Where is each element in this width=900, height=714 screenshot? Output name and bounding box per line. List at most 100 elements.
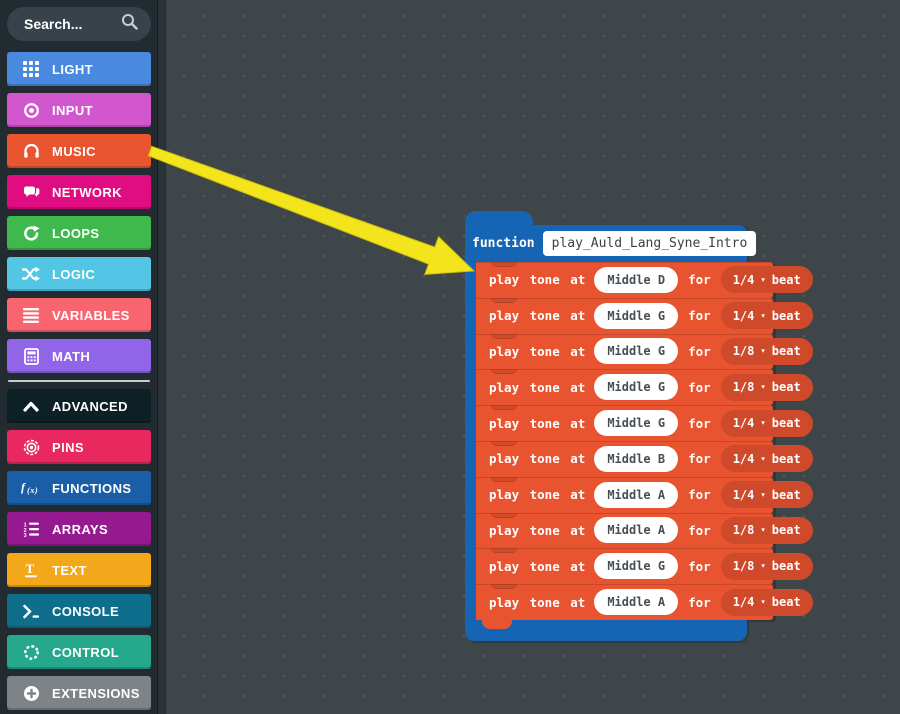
sidebar-item-text[interactable]: T TEXT <box>7 553 151 587</box>
beat-label: beat <box>771 344 801 359</box>
note-field[interactable]: Middle G <box>594 338 679 365</box>
sidebar-item-logic[interactable]: LOGIC <box>7 257 151 291</box>
block-notch <box>491 440 517 446</box>
sidebar-item-label: TEXT <box>52 562 87 578</box>
svg-text:f: f <box>21 480 26 494</box>
sidebar-item-console[interactable]: CONSOLE <box>7 594 151 628</box>
beat-label: beat <box>771 451 801 466</box>
sidebar-item-loops[interactable]: LOOPS <box>7 216 151 250</box>
duration-value: 1/4 <box>732 487 755 502</box>
sidebar-item-advanced[interactable]: ADVANCED <box>7 389 151 423</box>
note-field[interactable]: Middle A <box>594 481 679 508</box>
play-tone-block[interactable]: play tone at Middle D for 1/4 ▾ beat <box>476 262 813 298</box>
duration-dropdown[interactable]: 1/4 ▾ beat <box>720 445 813 473</box>
sidebar-item-label: LOOPS <box>52 225 100 241</box>
play-tone-block[interactable]: play tone at Middle B for 1/4 ▾ beat <box>476 440 813 477</box>
note-field[interactable]: Middle G <box>594 553 679 580</box>
note-field[interactable]: Middle D <box>594 266 679 293</box>
beat-label: beat <box>771 559 801 574</box>
sidebar-item-label: VARIABLES <box>52 307 130 323</box>
toolbox-sidebar: LIGHT INPUT MUSIC NETWORK LOOPS LOGIC <box>0 0 157 714</box>
duration-value: 1/8 <box>732 559 755 574</box>
chevron-down-icon: ▾ <box>760 382 766 393</box>
beat-label: beat <box>771 523 801 538</box>
sidebar-item-input[interactable]: INPUT <box>7 93 151 127</box>
sidebar-item-music[interactable]: MUSIC <box>7 134 151 168</box>
plus-circle-icon <box>21 685 41 702</box>
svg-text:(x): (x) <box>27 485 38 495</box>
block-notch <box>491 333 517 339</box>
play-tone-block[interactable]: play tone at Middle A for 1/4 ▾ beat <box>476 476 813 513</box>
play-tone-block[interactable]: play tone at Middle G for 1/4 ▾ beat <box>476 297 813 334</box>
sidebar-item-light[interactable]: LIGHT <box>7 52 151 86</box>
grid-icon <box>21 61 41 78</box>
svg-text:T: T <box>26 562 35 576</box>
beat-label: beat <box>771 272 801 287</box>
duration-value: 1/4 <box>732 451 755 466</box>
note-field[interactable]: Middle A <box>594 517 679 544</box>
function-block-spine <box>465 260 478 622</box>
search-box[interactable] <box>7 7 151 41</box>
play-tone-block[interactable]: play tone at Middle G for 1/8 ▾ beat <box>476 333 813 370</box>
play-tone-block[interactable]: play tone at Middle G for 1/8 ▾ beat <box>476 369 813 406</box>
sidebar-item-control[interactable]: CONTROL <box>7 635 151 669</box>
duration-dropdown[interactable]: 1/4 ▾ beat <box>720 302 813 330</box>
note-field[interactable]: Middle B <box>594 445 679 472</box>
note-field[interactable]: Middle A <box>594 589 679 616</box>
for-label: for <box>688 272 711 288</box>
function-definition-block[interactable]: function play_Auld_Lang_Syne_Intro <box>465 225 757 262</box>
duration-dropdown[interactable]: 1/8 ▾ beat <box>720 552 813 580</box>
play-tone-block[interactable]: play tone at Middle A for 1/8 ▾ beat <box>476 512 813 549</box>
toolbox-edge <box>157 0 166 714</box>
note-field[interactable]: Middle G <box>594 302 679 329</box>
for-label: for <box>688 451 711 467</box>
for-label: for <box>688 343 711 359</box>
terminal-icon <box>21 603 41 620</box>
block-bottom-tab <box>482 620 512 629</box>
duration-dropdown[interactable]: 1/8 ▾ beat <box>720 337 813 365</box>
search-input[interactable] <box>24 16 121 32</box>
duration-dropdown[interactable]: 1/8 ▾ beat <box>720 373 813 401</box>
block-notch <box>491 405 517 411</box>
play-tone-block[interactable]: play tone at Middle A for 1/4 ▾ beat <box>476 584 813 620</box>
play-tone-block[interactable]: play tone at Middle G for 1/8 ▾ beat <box>476 548 813 585</box>
function-block-footer <box>465 620 747 641</box>
chevron-down-icon: ▾ <box>760 454 766 465</box>
list-lines-icon <box>21 307 41 324</box>
block-notch <box>491 548 517 554</box>
duration-dropdown[interactable]: 1/8 ▾ beat <box>720 516 813 544</box>
play-tone-label: play tone at <box>489 594 586 610</box>
chat-bubbles-icon <box>21 184 41 201</box>
chevron-down-icon: ▾ <box>760 561 766 572</box>
toolbox-divider <box>8 380 150 382</box>
duration-dropdown[interactable]: 1/4 ▾ beat <box>720 266 813 294</box>
sidebar-item-variables[interactable]: VARIABLES <box>7 298 151 332</box>
note-field[interactable]: Middle G <box>594 410 679 437</box>
play-tone-label: play tone at <box>489 451 586 467</box>
sidebar-item-math[interactable]: MATH <box>7 339 151 373</box>
play-tone-block[interactable]: play tone at Middle G for 1/4 ▾ beat <box>476 405 813 441</box>
play-tone-label: play tone at <box>489 308 586 324</box>
sidebar-item-pins[interactable]: PINS <box>7 430 151 464</box>
duration-dropdown[interactable]: 1/4 ▾ beat <box>720 588 813 616</box>
block-notch <box>491 262 517 267</box>
for-label: for <box>688 594 711 610</box>
duration-value: 1/8 <box>732 380 755 395</box>
function-name-field[interactable]: play_Auld_Lang_Syne_Intro <box>542 231 757 256</box>
sidebar-item-functions[interactable]: f(x) FUNCTIONS <box>7 471 151 505</box>
duration-dropdown[interactable]: 1/4 ▾ beat <box>720 481 813 509</box>
headphones-icon <box>21 143 41 160</box>
duration-value: 1/8 <box>732 344 755 359</box>
sidebar-item-network[interactable]: NETWORK <box>7 175 151 209</box>
block-workspace[interactable]: function play_Auld_Lang_Syne_Intro play … <box>166 0 900 714</box>
note-field[interactable]: Middle G <box>594 374 679 401</box>
block-notch <box>491 369 517 375</box>
for-label: for <box>688 558 711 574</box>
duration-dropdown[interactable]: 1/4 ▾ beat <box>720 409 813 437</box>
sidebar-item-extensions[interactable]: EXTENSIONS <box>7 676 151 710</box>
block-notch <box>491 476 517 482</box>
chevron-down-icon: ▾ <box>760 311 766 322</box>
block-notch <box>491 297 517 303</box>
for-label: for <box>688 522 711 538</box>
